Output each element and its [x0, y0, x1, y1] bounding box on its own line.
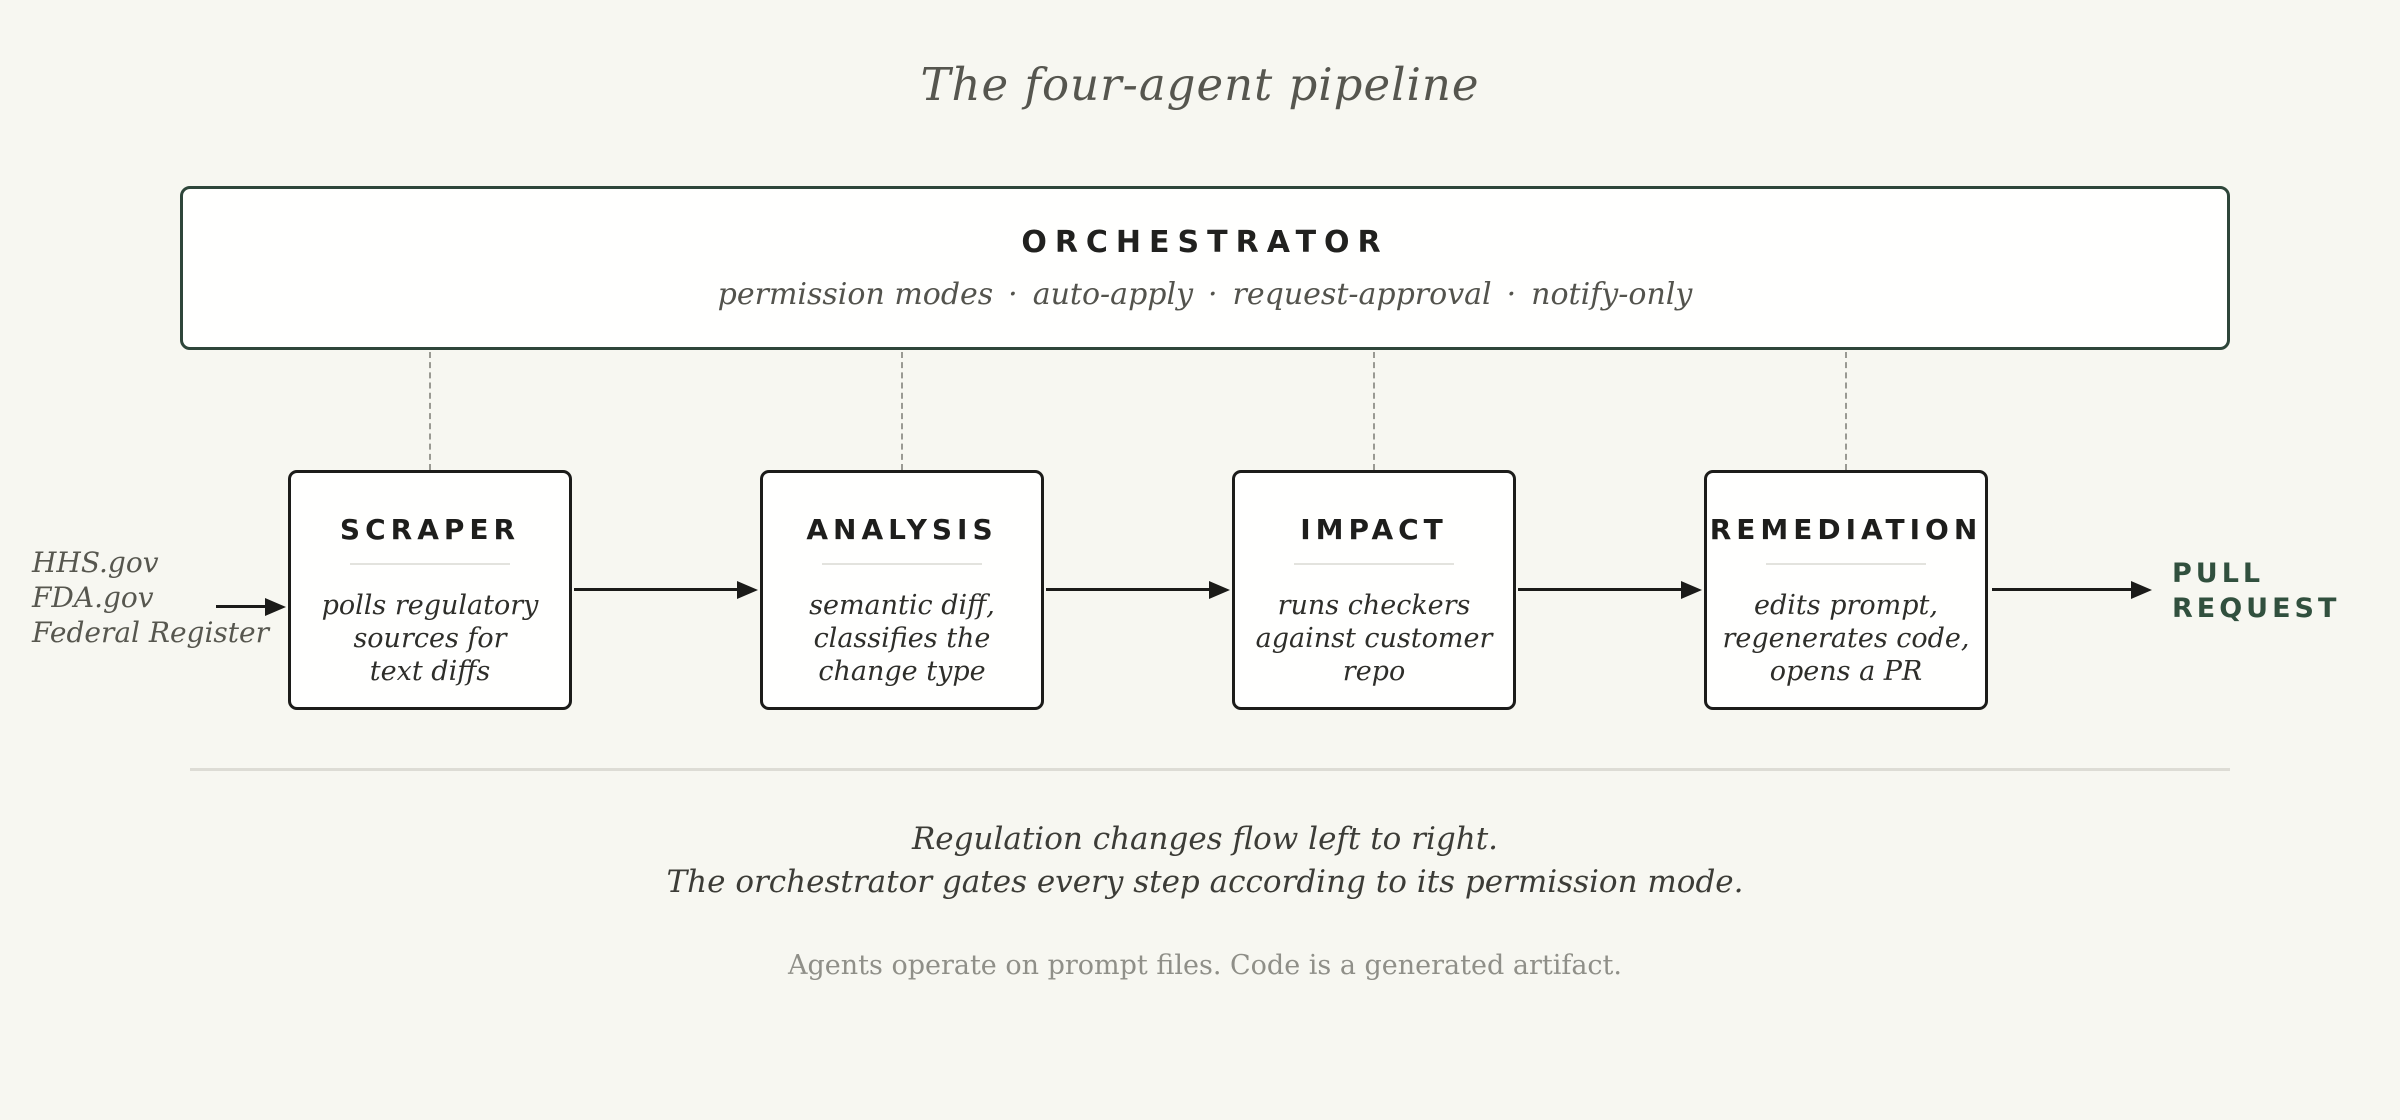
source-list: HHS.gov FDA.gov Federal Register: [32, 545, 269, 650]
agent-divider: [350, 563, 510, 565]
arrow-scraper-to-analysis: [574, 588, 738, 591]
agent-divider: [822, 563, 982, 565]
arrow-sources-to-scraper: [216, 605, 266, 608]
agent-name: SCRAPER: [339, 513, 521, 546]
arrow-impact-to-remediation: [1518, 588, 1682, 591]
agent-name: REMEDIATION: [1709, 513, 1983, 546]
orchestrator-name: ORCHESTRATOR: [1021, 224, 1389, 260]
agent-box-impact: IMPACT runs checkers against customer re…: [1232, 470, 1516, 710]
agent-description: edits prompt, regenerates code, opens a …: [1722, 590, 1970, 687]
caption-flow: Regulation changes flow left to right.: [911, 821, 1499, 857]
source-item: Federal Register: [32, 616, 270, 649]
arrow-remediation-to-pull-request-head: [2131, 581, 2152, 599]
arrow-scraper-to-analysis-head: [737, 581, 758, 599]
agent-description: semantic diff, classifies the change typ…: [809, 590, 995, 687]
agent-description: polls regulatory sources for text diffs: [321, 590, 539, 687]
agent-box-analysis: ANALYSIS semantic diff, classifies the c…: [760, 470, 1044, 710]
agent-divider: [1294, 563, 1454, 565]
source-item: FDA.gov: [32, 581, 154, 614]
dashed-connector-remediation: [1845, 352, 1847, 470]
agent-box-remediation: REMEDIATION edits prompt, regenerates co…: [1704, 470, 1988, 710]
agent-divider: [1766, 563, 1926, 565]
caption-note: Agents operate on prompt files. Code is …: [788, 950, 1622, 981]
pull-request-label: PULL REQUEST: [2172, 558, 2341, 624]
dashed-connector-impact: [1373, 352, 1375, 470]
orchestrator-permission-modes: permission modes · auto-apply · request-…: [717, 276, 1693, 312]
arrow-sources-to-scraper-head: [265, 598, 286, 616]
dashed-connector-scraper: [429, 352, 431, 470]
agent-name: ANALYSIS: [806, 513, 998, 546]
arrow-impact-to-remediation-head: [1681, 581, 1702, 599]
agent-box-scraper: SCRAPER polls regulatory sources for tex…: [288, 470, 572, 710]
agent-name: IMPACT: [1300, 513, 1448, 546]
agent-description: runs checkers against customer repo: [1255, 590, 1493, 687]
source-item: HHS.gov: [32, 546, 159, 579]
orchestrator-box: ORCHESTRATOR permission modes · auto-app…: [180, 186, 2230, 350]
arrow-remediation-to-pull-request: [1992, 588, 2132, 591]
caption-orchestrator-gates: The orchestrator gates every step accord…: [666, 864, 1744, 900]
dashed-connector-analysis: [901, 352, 903, 470]
arrow-analysis-to-impact-head: [1209, 581, 1230, 599]
diagram-title: The four-agent pipeline: [920, 58, 1480, 111]
section-divider: [190, 768, 2230, 771]
arrow-analysis-to-impact: [1046, 588, 1210, 591]
